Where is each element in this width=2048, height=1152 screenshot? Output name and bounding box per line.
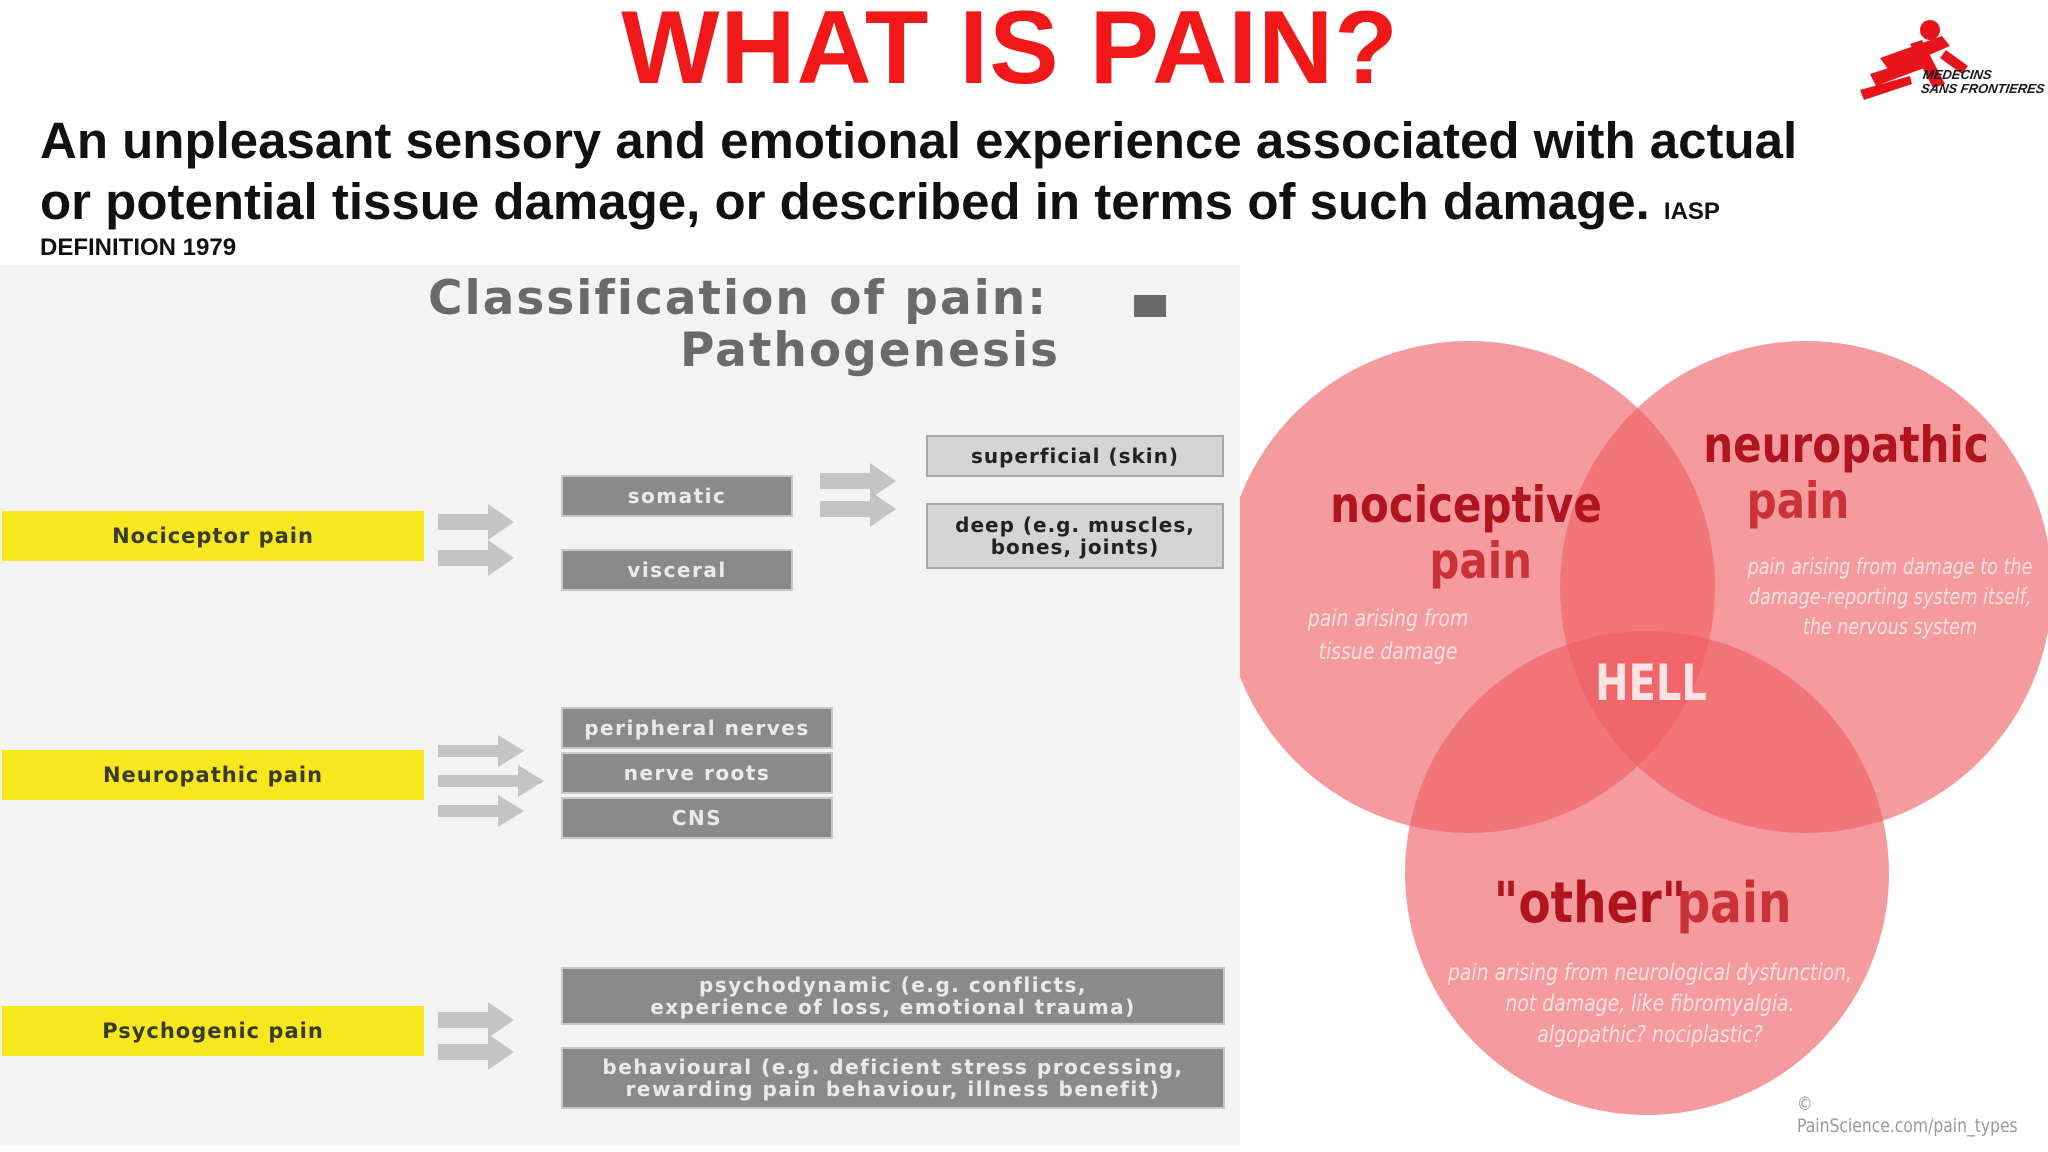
category-neuropathic: Neuropathic pain [2, 750, 424, 800]
venn-neuropathic-desc1: pain arising from damage to the [1747, 554, 2033, 579]
venn-nociceptive-title: nociceptive [1330, 475, 1602, 533]
somatic-box: somatic [561, 475, 793, 517]
psychodynamic-line2: experience of loss, emotional trauma) [650, 995, 1136, 1019]
venn-circle-other [1405, 631, 1889, 1115]
venn-other-desc2: not damage, like fibromyalgia. [1505, 989, 1794, 1016]
definition-text: An unpleasant sensory and emotional expe… [40, 112, 1798, 230]
page-title: WHAT IS PAIN? [621, 0, 1399, 106]
venn-other-title: "other" [1494, 871, 1686, 936]
arrow-icon [820, 463, 896, 527]
msf-logo-icon [1860, 20, 1968, 100]
title-square-icon [1134, 295, 1166, 317]
logo-name-line2: SANS FRONTIERES [1920, 81, 2046, 96]
deep-box: deep (e.g. muscles, bones, joints) [926, 503, 1224, 569]
venn-nociceptive-desc1: pain arising from [1307, 604, 1468, 631]
venn-other-pain: pain [1676, 871, 1791, 936]
image-credit: © PainScience.com/pain_types [1797, 1093, 2018, 1137]
psychodynamic-line1: psychodynamic (e.g. conflicts, [698, 973, 1088, 997]
venn-other-desc3: algopathic? nociplastic? [1537, 1020, 1762, 1047]
category-nociceptor: Nociceptor pain [2, 511, 424, 561]
arrow-icon [438, 504, 514, 576]
pain-definition: An unpleasant sensory and emotional expe… [40, 110, 1820, 242]
classification-title: Classification of pain: [428, 271, 1049, 326]
arrow-icon [438, 1002, 514, 1070]
neuro-box-peripheral: peripheral nerves [561, 707, 833, 749]
psychodynamic-box: psychodynamic (e.g. conflicts, experienc… [561, 967, 1225, 1025]
logo-name-line1: MEDECINS [1922, 67, 1993, 82]
visceral-box: visceral [561, 549, 793, 591]
venn-neuropathic-desc2: damage-reporting system itself, [1749, 584, 2031, 609]
deep-line1: deep (e.g. muscles, [955, 513, 1195, 537]
definition-source: IASP [1663, 198, 1720, 225]
venn-neuropathic-desc3: the nervous system [1803, 614, 1977, 639]
neuro-box-cns: CNS [561, 797, 833, 839]
venn-neuropathic-title: neuropathic [1703, 415, 1988, 473]
behavioural-line2: rewarding pain behaviour, illness benefi… [625, 1077, 1161, 1101]
classification-subtitle: Pathogenesis [680, 323, 1061, 378]
behavioural-line1: behavioural (e.g. deficient stress proce… [602, 1055, 1184, 1079]
venn-nociceptive-desc2: tissue damage [1319, 637, 1458, 664]
arrow-icon [438, 735, 544, 827]
venn-other-desc1: pain arising from neurological dysfuncti… [1447, 958, 1852, 985]
gecko-watermark-icon [1858, 948, 1918, 1094]
deep-line2: bones, joints) [990, 535, 1160, 559]
definition-source-year: DEFINITION 1979 [40, 234, 237, 261]
classification-diagram: Classification of pain: Pathogenesis Noc… [0, 265, 1240, 1145]
msf-logo-text: MEDECINS SANS FRONTIERES [1920, 67, 2047, 96]
neuro-box-roots: nerve roots [561, 752, 833, 794]
venn-nociceptive-pain: pain [1429, 531, 1532, 589]
behavioural-box: behavioural (e.g. deficient stress proce… [561, 1047, 1225, 1109]
venn-center-label: HELL [1595, 654, 1707, 713]
category-psychogenic: Psychogenic pain [2, 1006, 424, 1056]
venn-neuropathic-pain: pain [1747, 471, 1850, 529]
superficial-box: superficial (skin) [926, 435, 1224, 477]
pain-types-venn-diagram: nociceptive pain pain arising from tissu… [1240, 341, 2048, 1115]
